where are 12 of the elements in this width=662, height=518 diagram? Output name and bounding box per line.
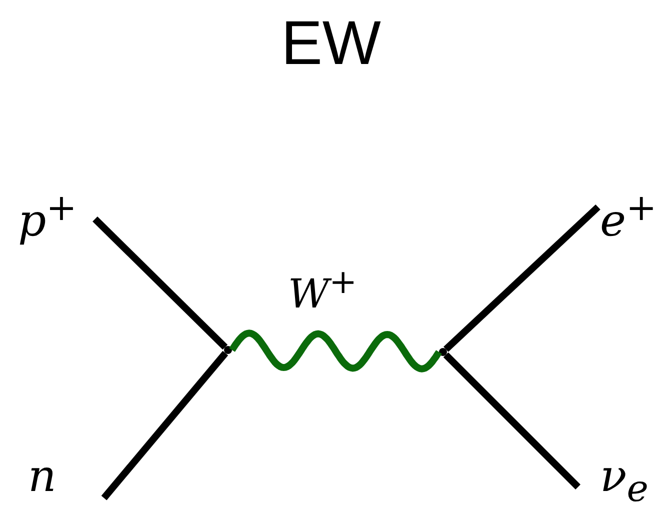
particle-line (92, 216, 228, 350)
vertex-point (224, 346, 232, 354)
particle-label: p$^{+}$ (18, 190, 77, 244)
particle-label: e$^{+}$ (600, 190, 657, 244)
diagram-title: EW (280, 8, 382, 79)
particle-line (443, 352, 580, 490)
particle-line (101, 350, 228, 500)
wavy-propagator-line (229, 330, 442, 372)
particle-label: n (28, 455, 56, 499)
particle-label: ν$_{e}$ (600, 455, 648, 508)
vertex-point (439, 348, 447, 356)
particle-line (444, 204, 600, 352)
